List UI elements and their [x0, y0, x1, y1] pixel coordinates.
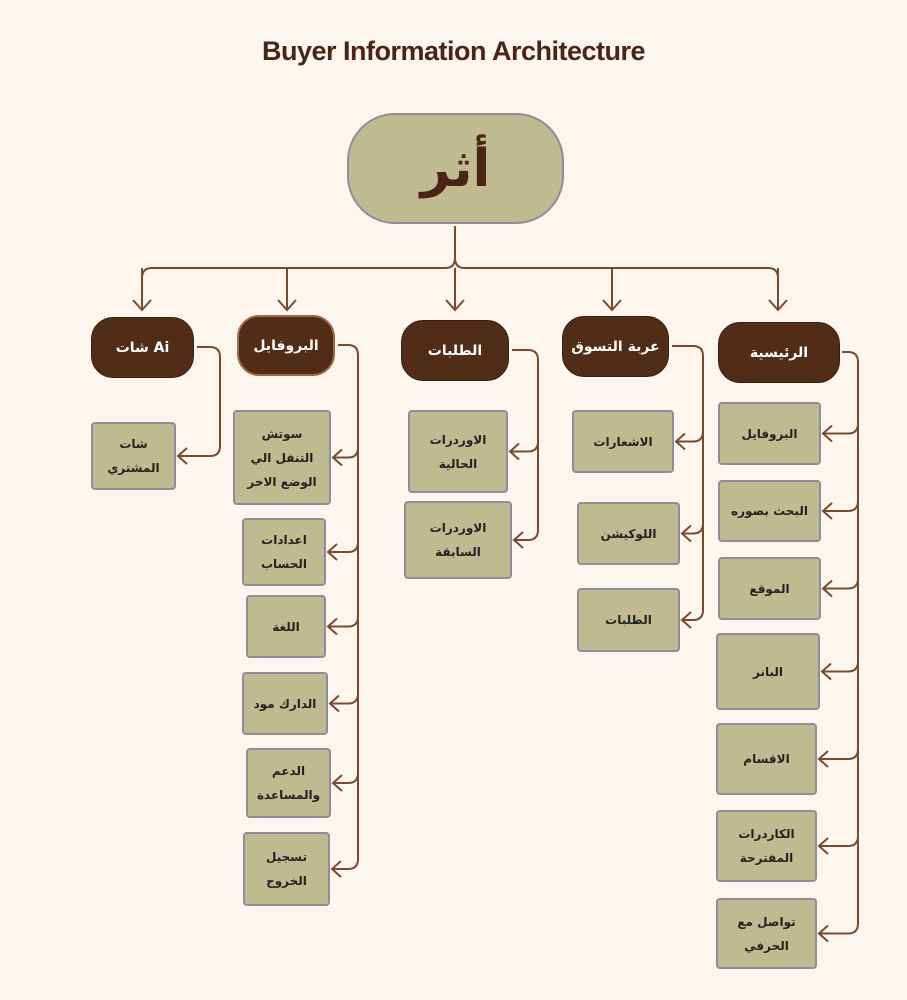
arrow-head-icon	[817, 837, 829, 855]
leaf-connector	[510, 441, 539, 453]
arrow-head-icon	[330, 860, 342, 878]
arrow-head-icon	[331, 448, 343, 467]
leaf-node: اعدادات الحساب	[242, 518, 326, 586]
arrow-head-icon	[176, 447, 188, 465]
leaf-node: تواصل مع الحرفي	[716, 898, 817, 969]
category-node: الطلبات	[401, 320, 509, 381]
leaf-node: البانر	[716, 633, 820, 710]
leaf-connector	[333, 447, 359, 459]
arrow-head-icon	[817, 924, 829, 943]
leaf-node: الطلبات	[577, 588, 680, 652]
leaf-node: شات المشتري	[91, 422, 176, 490]
arrow-head-icon	[132, 299, 152, 312]
leaf-node: الاقسام	[716, 723, 817, 795]
leaf-connector	[819, 923, 859, 935]
category-node: الرئيسية	[718, 322, 840, 383]
leaf-connector	[178, 445, 221, 457]
leaf-node: الموقع	[718, 557, 821, 620]
leaf-connector	[682, 523, 704, 535]
arrow-head-icon	[602, 299, 622, 312]
leaf-connector	[822, 661, 859, 673]
category-node: شات Ai	[91, 317, 194, 378]
leaf-connector	[823, 578, 859, 590]
arrow-head-icon	[674, 432, 686, 451]
arrow-head-icon	[277, 299, 297, 312]
trunk-connector	[141, 226, 456, 279]
arrow-head-icon	[821, 502, 833, 520]
arrow-head-icon	[512, 531, 524, 549]
arrow-head-icon	[328, 694, 340, 713]
leaf-connector	[333, 772, 359, 784]
leaf-connector	[823, 423, 859, 435]
branch-rail	[197, 346, 221, 446]
arrow-head-icon	[821, 424, 833, 443]
leaf-node: الاشعارات	[572, 410, 674, 473]
leaf-connector	[330, 693, 359, 705]
arrow-head-icon	[768, 299, 788, 312]
branch-rail	[842, 351, 859, 924]
arrow-head-icon	[680, 524, 692, 543]
diagram-title: Buyer Information Architecture	[261, 36, 646, 66]
arrow-head-icon	[680, 611, 692, 629]
arrow-head-icon	[820, 662, 832, 681]
category-node: عربة التسوق	[562, 316, 669, 377]
leaf-connector	[328, 541, 359, 553]
leaf-node: الدارك مود	[242, 672, 328, 735]
leaf-node: سوتش التنقل الي الوضع الاخر	[233, 410, 331, 505]
trunk-connector	[454, 257, 779, 279]
leaf-node: تسجيل الخروج	[243, 832, 330, 906]
leaf-node: اللغة	[246, 595, 326, 658]
arrow-head-icon	[508, 442, 520, 461]
leaf-connector	[332, 858, 359, 870]
leaf-node: الاوردرات الحالية	[408, 410, 508, 493]
branch-rail	[512, 349, 539, 530]
arrow-head-icon	[331, 774, 343, 792]
leaf-node: الكاردرات المقترحة	[716, 810, 817, 882]
leaf-node: اللوكيشن	[577, 502, 680, 565]
branch-rail	[338, 344, 359, 859]
branch-rail	[672, 345, 704, 610]
category-node: البروفايل	[237, 315, 335, 376]
leaf-connector	[819, 835, 859, 847]
leaf-connector	[682, 609, 704, 621]
arrow-head-icon	[445, 299, 465, 312]
leaf-connector	[676, 431, 704, 443]
leaf-connector	[514, 529, 539, 541]
leaf-connector	[819, 748, 859, 760]
root-node: أثر	[347, 113, 564, 224]
arrow-head-icon	[821, 579, 833, 598]
leaf-connector	[823, 500, 859, 512]
leaf-node: الدعم والمساعدة	[246, 748, 331, 818]
leaf-node: البروفايل	[718, 402, 821, 465]
arrow-head-icon	[326, 543, 338, 561]
leaf-node: الاوردرات السابقة	[404, 501, 512, 579]
arrow-head-icon	[817, 750, 829, 768]
leaf-connector	[328, 616, 359, 628]
arrow-head-icon	[326, 617, 338, 636]
leaf-node: البحث بصوره	[718, 480, 821, 542]
